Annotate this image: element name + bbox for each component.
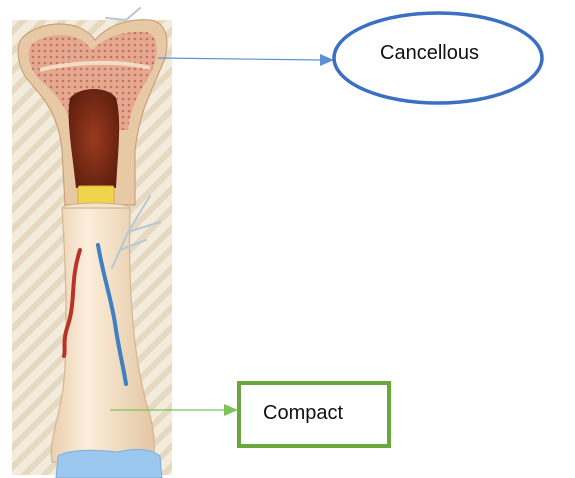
cancellous-label: Cancellous [380, 42, 479, 65]
compact-label: Compact [263, 402, 343, 425]
compact-arrowhead-icon [224, 404, 238, 416]
cancellous-pointer-line [158, 58, 322, 60]
articular-cartilage [56, 449, 162, 478]
cancellous-arrowhead-icon [320, 54, 334, 66]
marrow-cavity [69, 89, 119, 188]
